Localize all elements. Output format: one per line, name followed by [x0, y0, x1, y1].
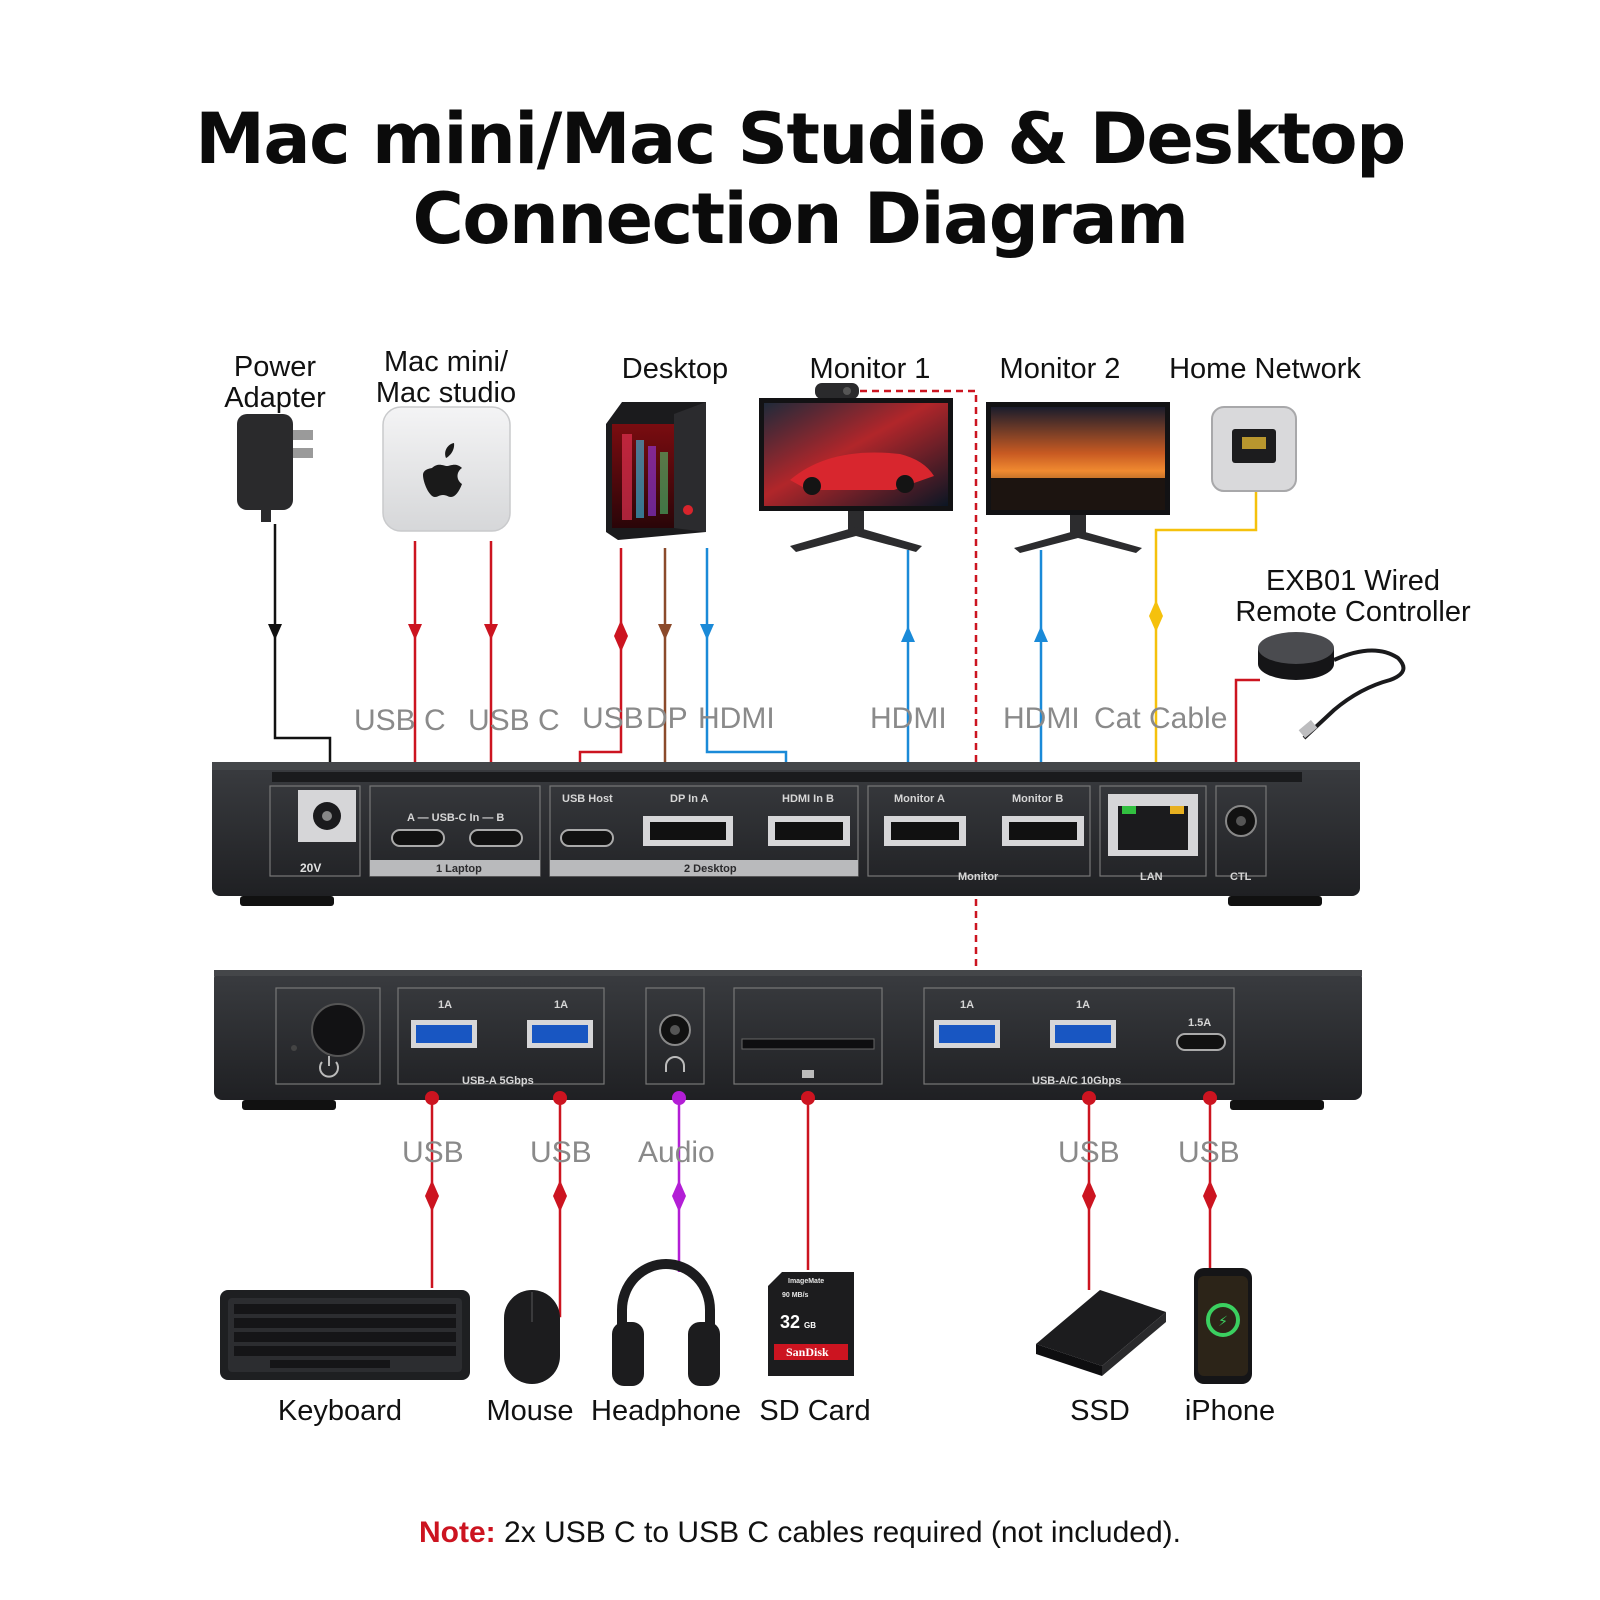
ssd-icon: [1036, 1290, 1166, 1376]
power-port-label: 20V: [300, 861, 322, 875]
desktop-pc-icon: [606, 402, 706, 540]
page-title-line2: Connection Diagram: [412, 178, 1190, 260]
desktop-group-label: 2 Desktop: [684, 863, 737, 875]
iphone-label: iPhone: [1184, 1395, 1276, 1427]
mouse-label: Mouse: [486, 1395, 574, 1427]
monitor-a-port-label: Monitor A: [894, 793, 945, 805]
laptop-group-label: 1 Laptop: [436, 863, 482, 875]
cable-cat-label: Cat Cable: [1094, 702, 1228, 735]
power-adapter-icon: [237, 414, 313, 522]
cable-usb-mouse-label: USB: [530, 1136, 592, 1169]
cable-usb-iphone-label: USB: [1178, 1136, 1240, 1169]
mouse-icon: [504, 1290, 560, 1384]
svg-text:⚡: ⚡: [1218, 1314, 1228, 1330]
usbac-group-label: USB-A/C 10Gbps: [1032, 1075, 1122, 1087]
keyboard-label: Keyboard: [277, 1395, 403, 1427]
monitor-2-icon: [986, 402, 1170, 553]
desktop-label: Desktop: [621, 353, 729, 385]
cable-usb-keyboard-label: USB: [402, 1136, 464, 1169]
usbc-port-rating: 1.5A: [1188, 1017, 1212, 1029]
remote-controller-label: EXB01 Wired Remote Controller: [1235, 565, 1471, 628]
monitor-group-label: Monitor: [958, 871, 999, 883]
hdmi-in-port-label: HDMI In B: [782, 793, 834, 805]
dp-in-port-label: DP In A: [670, 793, 709, 805]
lan-port-label: LAN: [1140, 871, 1163, 883]
page-title-line1: Mac mini/Mac Studio & Desktop: [195, 98, 1406, 180]
cable-usbc-b-label: USB C: [468, 704, 560, 737]
keyboard-icon: [220, 1290, 470, 1380]
sd-capacity-text: 32: [780, 1312, 800, 1332]
mac-mini-label: Mac mini/ Mac studio: [375, 346, 517, 409]
ssd-label: SSD: [1070, 1395, 1130, 1427]
monitor-1-label: Monitor 1: [809, 353, 931, 385]
sd-series-text: ImageMate: [788, 1278, 824, 1285]
hub-back-panel: [212, 762, 1360, 906]
footnote: Note: 2x USB C to USB C cables required …: [0, 1516, 1600, 1550]
usba-port1-rating: 1A: [438, 999, 453, 1011]
ctl-port-label: CTL: [1230, 871, 1252, 883]
cable-dp-label: DP: [646, 702, 688, 735]
usba-group-label: USB-A 5Gbps: [462, 1075, 534, 1087]
headphone-label: Headphone: [591, 1395, 741, 1427]
sd-card-label: SD Card: [759, 1395, 871, 1427]
usbac-port2-rating: 1A: [1076, 999, 1091, 1011]
usb-host-port-label: USB Host: [562, 793, 613, 805]
remote-controller-icon: [1258, 632, 1406, 740]
home-network-label: Home Network: [1169, 353, 1361, 385]
sd-card-icon: ImageMate 90 MB/s 32 GB SanDisk: [768, 1272, 854, 1376]
cable-hdmi-monitor1-label: HDMI: [870, 702, 947, 735]
usbac-port1-rating: 1A: [960, 999, 975, 1011]
sd-speed-text: 90 MB/s: [782, 1292, 809, 1299]
cable-usb-label: USB: [582, 702, 644, 735]
cable-audio-label: Audio: [638, 1136, 715, 1169]
mac-mini-icon: [382, 406, 511, 532]
hub-front-panel: [214, 970, 1362, 1110]
iphone-icon: ⚡: [1194, 1268, 1252, 1384]
cable-usb-ssd-label: USB: [1058, 1136, 1120, 1169]
monitor-1-icon: [759, 383, 953, 552]
sd-brand-text: SanDisk: [786, 1345, 829, 1359]
sd-unit-text: GB: [804, 1321, 816, 1330]
cable-usbc-a-label: USB C: [354, 704, 446, 737]
home-network-jack-icon: [1211, 406, 1297, 492]
footnote-text: 2x USB C to USB C cables required (not i…: [495, 1516, 1181, 1549]
footnote-key: Note:: [419, 1516, 496, 1549]
usba-port2-rating: 1A: [554, 999, 569, 1011]
monitor-b-port-label: Monitor B: [1012, 793, 1064, 805]
power-adapter-label: Power Adapter: [224, 351, 326, 414]
usbc-in-label: A — USB-C In — B: [407, 812, 505, 824]
headphone-icon: [612, 1259, 720, 1386]
cable-hdmi-desktop-label: HDMI: [698, 702, 775, 735]
cable-hdmi-monitor2-label: HDMI: [1003, 702, 1080, 735]
monitor-2-label: Monitor 2: [999, 353, 1121, 385]
